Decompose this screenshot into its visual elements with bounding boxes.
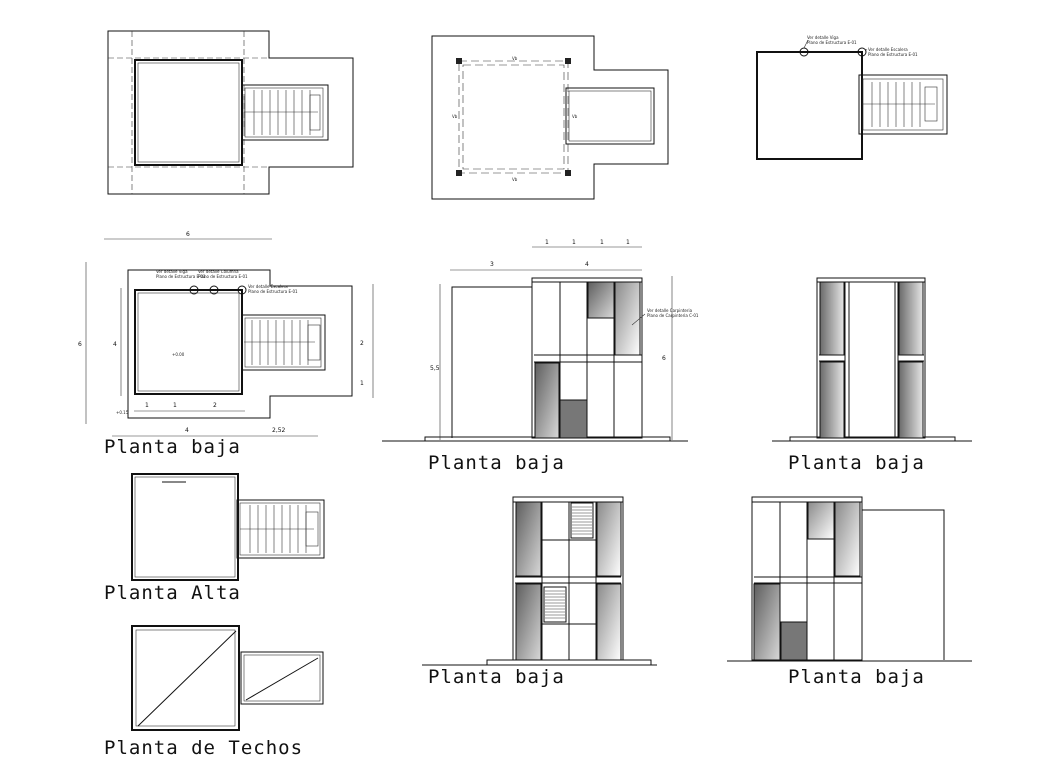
dimension: 4 (585, 261, 589, 268)
annotation: Ver detalle Escalera (868, 47, 908, 52)
dimension: 1 (572, 239, 576, 246)
dimension: 1 (545, 239, 549, 246)
elevation-side (772, 277, 972, 442)
plan-upper-floor (131, 473, 325, 581)
plan-top-left (107, 30, 354, 195)
level-marker: +0.15 (116, 410, 129, 415)
annotation: Plano de Estructura E-01 (807, 40, 857, 45)
dimension: 6 (78, 341, 82, 348)
dimension: 1 (360, 380, 364, 387)
elevation-back (422, 496, 657, 666)
plan-top-middle-beams: Vb Vb Vb Vb (431, 35, 669, 200)
plan-roof (131, 625, 324, 731)
beam-label: Vb (512, 56, 518, 61)
elevation-side-2 (727, 496, 972, 662)
dimension: 1 (173, 402, 177, 409)
annotation: Ver detalle Escalera (248, 284, 288, 289)
dimension: 1 (600, 239, 604, 246)
annotation: Plano de Estructura E-01 (156, 274, 206, 279)
plan-top-right: Ver detalle Viga Plano de Estructura E-0… (756, 35, 948, 160)
plan-dimensioned: Ver detalle Viga Plano de Estructura E-0… (78, 231, 374, 437)
annotation: Ver detalle Viga (807, 35, 839, 40)
drawing-label: Planta Alta (104, 582, 241, 604)
elevation-front: Ver detalle Carpinteria Plano de Carpint… (382, 239, 699, 442)
annotation: Plano de Estructura E-01 (868, 52, 918, 57)
drawing-label: Planta de Techos (104, 737, 303, 759)
dimension: 2 (213, 402, 217, 409)
dimension: 2,52 (272, 427, 286, 434)
dimension: 4 (185, 427, 189, 434)
beam-label: Vb (572, 114, 578, 119)
dimension: 1 (626, 239, 630, 246)
beam-label: Vb (452, 114, 458, 119)
dimension: 6 (662, 355, 666, 362)
dimension: 3 (490, 261, 494, 268)
drawing-label: Planta baja (788, 666, 925, 688)
drawing-label: Planta baja (428, 452, 565, 474)
dimension: 1 (145, 402, 149, 409)
dimension: 2 (360, 340, 364, 347)
dimension: 4 (113, 341, 117, 348)
dimension: 5,5 (430, 365, 440, 372)
annotation: Ver detalle Carpinteria (647, 308, 693, 313)
annotation: Ver detalle Columna (198, 269, 239, 274)
beam-label: Vb (512, 177, 518, 182)
dimension: 6 (186, 231, 190, 238)
level-marker: +0.00 (172, 352, 185, 357)
annotation: Plano de Estructura E-01 (248, 289, 298, 294)
annotation: Plano de Estructura E-01 (198, 274, 248, 279)
annotation: Plano de Carpinteria C-01 (647, 313, 699, 318)
annotation: Ver detalle Viga (156, 269, 188, 274)
drawing-label: Planta baja (428, 666, 565, 688)
drawing-label: Planta baja (788, 452, 925, 474)
drawing-label: Planta baja (104, 436, 241, 458)
